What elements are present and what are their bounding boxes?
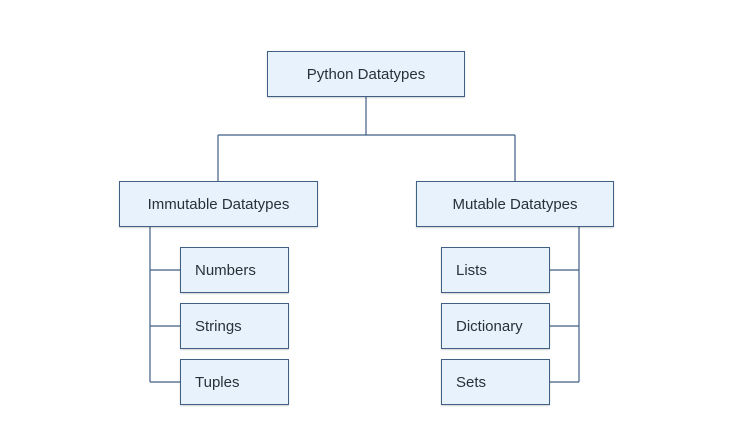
root-node-python-datatypes: Python Datatypes (267, 51, 465, 97)
leaf-node-label: Dictionary (456, 317, 523, 335)
leaf-node-sets: Sets (441, 359, 550, 405)
branch-node-label: Mutable Datatypes (452, 195, 578, 213)
leaf-node-lists: Lists (441, 247, 550, 293)
leaf-node-strings: Strings (180, 303, 289, 349)
leaf-node-label: Tuples (195, 373, 240, 391)
leaf-node-label: Strings (195, 317, 242, 335)
leaf-node-label: Numbers (195, 261, 256, 279)
leaf-node-tuples: Tuples (180, 359, 289, 405)
leaf-node-label: Sets (456, 373, 487, 391)
leaf-node-label: Lists (456, 261, 487, 279)
leaf-node-numbers: Numbers (180, 247, 289, 293)
branch-node-immutable: Immutable Datatypes (119, 181, 318, 227)
leaf-node-dictionary: Dictionary (441, 303, 550, 349)
root-node-label: Python Datatypes (306, 65, 426, 83)
branch-node-mutable: Mutable Datatypes (416, 181, 614, 227)
branch-node-label: Immutable Datatypes (147, 195, 290, 213)
